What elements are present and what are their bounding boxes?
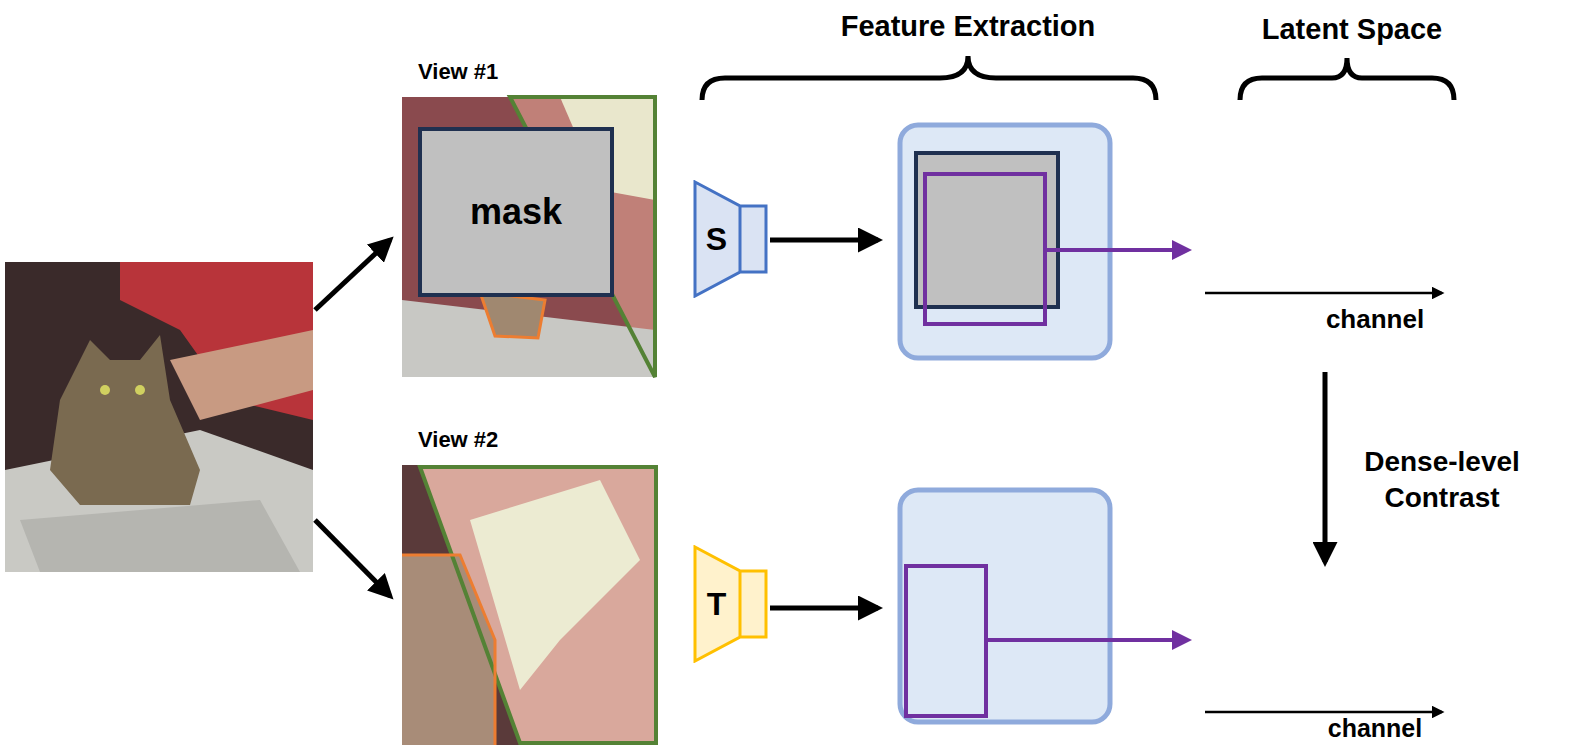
region-outline (480, 292, 545, 338)
bracket (1240, 58, 1454, 100)
axis-label: channel (1328, 712, 1422, 745)
node-label: T (693, 586, 740, 623)
view-heading: View #1 (418, 59, 498, 85)
section-heading: Feature Extraction (841, 8, 1096, 46)
region-outline (402, 555, 495, 745)
dense-region (925, 174, 1045, 324)
encoder-shape (693, 545, 768, 663)
bracket (702, 56, 1156, 100)
view-crop (402, 97, 655, 377)
view-image: View #2 (402, 465, 658, 745)
view-heading: View #2 (418, 427, 498, 453)
view-crop (402, 465, 658, 745)
encoder-shape (693, 180, 768, 298)
masked-feature (916, 153, 1058, 307)
cat-photo (5, 262, 313, 572)
feature-map (900, 490, 1110, 722)
axis-label: channel (1326, 303, 1424, 337)
view-image: View #1mask (402, 97, 655, 377)
dense-region (906, 566, 986, 716)
mask-box: mask (418, 127, 614, 297)
node-label: mask (422, 191, 610, 233)
region-outline (420, 467, 656, 743)
node-label: S (693, 221, 740, 258)
section-heading: Latent Space (1262, 11, 1443, 49)
teacher-encoder: T (693, 545, 768, 663)
feature-map (900, 125, 1110, 358)
contrast-label: Dense-level Contrast (1347, 444, 1537, 517)
student-encoder: S (693, 180, 768, 298)
